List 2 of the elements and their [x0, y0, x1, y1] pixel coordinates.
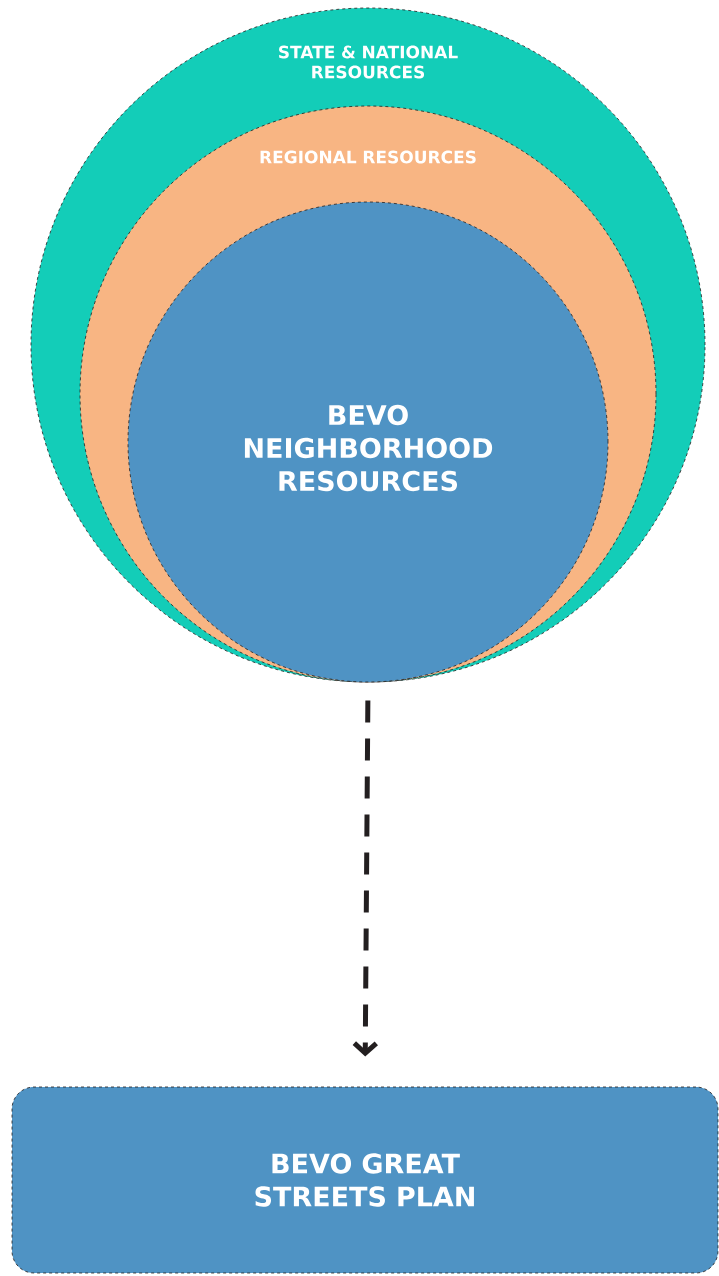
plan-box: BEVO GREAT STREETS PLAN [11, 1086, 719, 1274]
arrow [352, 700, 378, 1057]
